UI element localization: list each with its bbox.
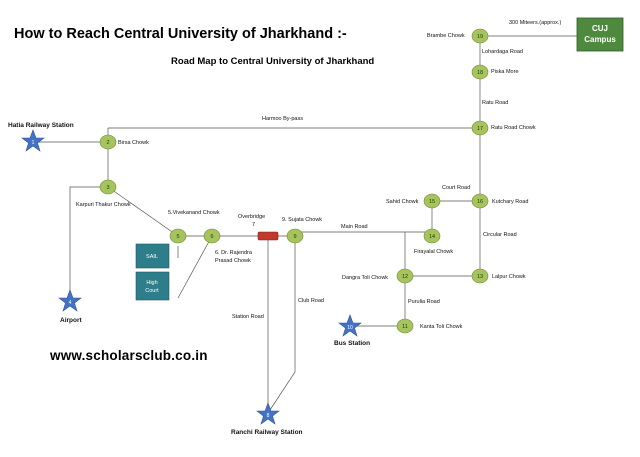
label-kanta-toli: Kanta Toli Chowk <box>420 324 463 330</box>
svg-text:4: 4 <box>69 300 72 306</box>
svg-text:1: 1 <box>32 140 35 146</box>
svg-text:9: 9 <box>293 234 296 240</box>
label-airport: Airport <box>60 317 83 324</box>
svg-text:14: 14 <box>429 234 435 240</box>
label-ranchi-station: Ranchi Railway Station <box>231 429 303 436</box>
node-9[interactable]: 9 <box>286 228 304 244</box>
star-icon <box>21 129 45 152</box>
label-ratu-road-chowk: Ratu Road Chowk <box>491 125 536 131</box>
label-harmoo-bypass: Harmoo By-pass <box>262 116 303 122</box>
label-brambe-chowk: Brambe Chowk <box>427 33 465 39</box>
station-star-1[interactable]: 1 <box>21 129 45 152</box>
station-star-8[interactable]: 8 <box>256 402 280 425</box>
label-sahid-chowk: Sahid Chowk <box>386 199 419 205</box>
label-overbridge-num: 7 <box>252 222 255 228</box>
label-club-road: Club Road <box>298 298 324 304</box>
svg-text:3: 3 <box>106 185 109 191</box>
label-station-road: Station Road <box>232 314 264 320</box>
label-karpuri-chowk: Karpuri Thakur Chowk <box>76 202 131 208</box>
node-6[interactable]: 6 <box>203 228 221 244</box>
svg-text:10: 10 <box>347 325 353 331</box>
node-11[interactable]: 11 <box>396 318 414 334</box>
node-3[interactable]: 3 <box>99 179 117 195</box>
node-13[interactable]: 13 <box>471 268 489 284</box>
star-icon <box>58 289 82 312</box>
svg-text:5: 5 <box>176 234 179 240</box>
label-circular-road: Circular Road <box>483 232 517 238</box>
label-bus-station: Bus Station <box>334 340 370 347</box>
label-distance-note: 300 Miteers.(approx.) <box>509 20 561 26</box>
svg-text:17: 17 <box>477 126 483 132</box>
svg-text:13: 13 <box>477 274 483 280</box>
label-sujata-chowk: 9. Sujata Chowk <box>282 217 322 223</box>
high-court-label-1: High <box>146 280 157 286</box>
label-firayalal: Firayalal Chowk <box>414 249 453 255</box>
sail-box: SAIL <box>135 243 170 269</box>
label-lalpur: Lalpur Chowk <box>492 274 526 280</box>
campus-label: Campus <box>584 35 616 44</box>
station-star-10[interactable]: 10 <box>338 314 362 337</box>
star-icon <box>256 402 280 425</box>
label-piska-more: Piska More <box>491 69 519 75</box>
node-2[interactable]: 2 <box>99 134 117 150</box>
label-kutchary-road: Kutchary Road <box>492 199 528 205</box>
road-main <box>295 231 430 237</box>
svg-text:8: 8 <box>267 413 270 419</box>
label-lohardaga-road: Lohardaga Road <box>482 49 523 55</box>
svg-text:11: 11 <box>402 324 408 330</box>
svg-text:6: 6 <box>210 234 213 240</box>
road-club <box>267 236 296 414</box>
page-title: How to Reach Central University of Jhark… <box>14 26 347 42</box>
high-court-box: High Court <box>135 271 170 301</box>
label-rajendra-chowk-2: Prasad Chowk <box>215 258 251 264</box>
road-segment <box>107 186 179 237</box>
sail-label: SAIL <box>146 254 158 260</box>
node-14[interactable]: 14 <box>423 228 441 244</box>
node-18[interactable]: 18 <box>471 64 489 80</box>
cuj-campus-box[interactable]: CUJ Campus <box>576 17 624 52</box>
label-purulia-road: Purulia Road <box>408 299 440 305</box>
svg-text:2: 2 <box>106 140 109 146</box>
label-main-road: Main Road <box>341 224 368 230</box>
overbridge-marker <box>257 231 279 241</box>
label-overbridge: Overbridge <box>238 214 265 220</box>
label-birsa-chowk: Birsa Chowk <box>118 140 149 146</box>
svg-text:19: 19 <box>477 34 483 40</box>
svg-text:15: 15 <box>429 199 435 205</box>
label-court-road: Court Road <box>442 185 470 191</box>
star-icon <box>338 314 362 337</box>
node-19[interactable]: 19 <box>471 28 489 44</box>
svg-text:18: 18 <box>477 70 483 76</box>
svg-text:12: 12 <box>402 274 408 280</box>
node-15[interactable]: 15 <box>423 193 441 209</box>
label-hatia-station: Hatia Railway Station <box>8 122 74 129</box>
node-5[interactable]: 5 <box>169 228 187 244</box>
label-vivekanand-chowk: 5.Vivekanand Chowk <box>168 210 220 216</box>
map-subtitle: Road Map to Central University of Jharkh… <box>171 56 375 67</box>
node-16[interactable]: 16 <box>471 193 489 209</box>
website-url[interactable]: www.scholarsclub.co.in <box>50 348 208 363</box>
svg-text:16: 16 <box>477 199 483 205</box>
road-network <box>33 35 580 414</box>
road-segment <box>69 186 108 298</box>
node-12[interactable]: 12 <box>396 268 414 284</box>
label-dangra-toli: Dangra Toli Chowk <box>342 275 388 281</box>
station-star-4[interactable]: 4 <box>58 289 82 312</box>
node-17[interactable]: 17 <box>471 120 489 136</box>
label-ratu-road: Ratu Road <box>482 100 508 106</box>
road-segment <box>177 235 213 299</box>
high-court-label-2: Court <box>145 288 159 294</box>
label-rajendra-chowk-1: 6. Dr. Rajendra <box>215 250 253 256</box>
cuj-label: CUJ <box>592 24 608 33</box>
